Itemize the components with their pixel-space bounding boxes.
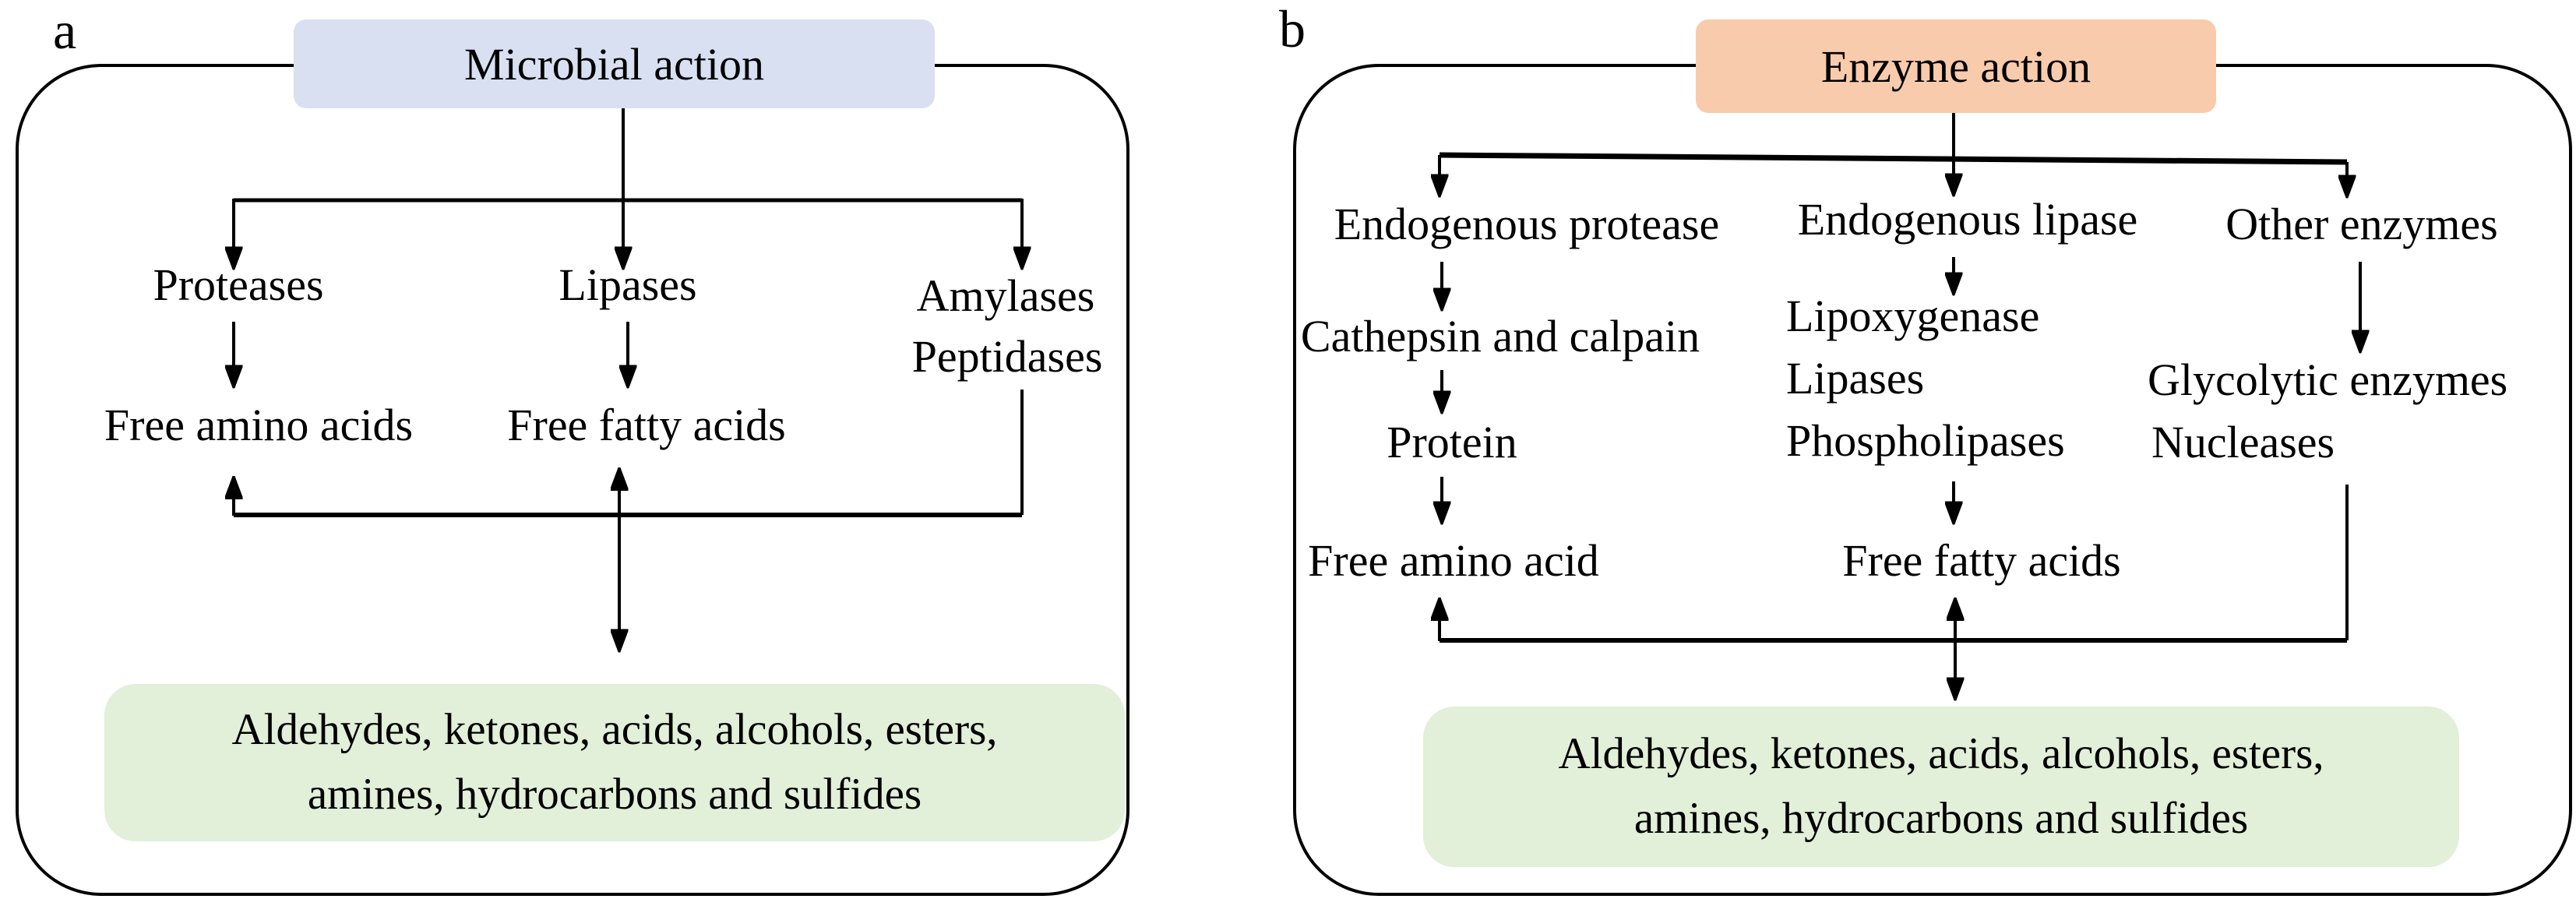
panel-b-result-box: Aldehydes, ketones, acids, alcohols, est… — [1423, 707, 2459, 867]
label-endogenous-lipase: Endogenous lipase — [1797, 194, 2138, 245]
panel-b-result-line1: Aldehydes, ketones, acids, alcohols, est… — [1558, 729, 2324, 779]
panel-b-header-box: Enzyme action — [1696, 19, 2216, 113]
label-lipoxygenase: Lipoxygenase — [1786, 291, 2040, 341]
label-free-fatty-acids-a: Free fatty acids — [507, 400, 786, 450]
label-other-enzymes: Other enzymes — [2225, 199, 2498, 249]
panel-a-result-line1: Aldehydes, ketones, acids, alcohols, est… — [231, 705, 998, 755]
panel-b-header-label: Enzyme action — [1820, 41, 2091, 92]
label-lipases-a: Lipases — [559, 259, 697, 310]
label-cathepsin-and-calpain: Cathepsin and calpain — [1300, 311, 1700, 361]
panel-a-result-box: Aldehydes, ketones, acids, alcohols, est… — [104, 684, 1125, 841]
label-phospholipases: Phospholipases — [1786, 415, 2065, 466]
panel-a-header-box: Microbial action — [294, 19, 935, 108]
label-endogenous-protease: Endogenous protease — [1334, 199, 1720, 249]
label-free-amino-acids-a: Free amino acids — [104, 400, 414, 450]
label-glycolytic-enzymes: Glycolytic enzymes — [2148, 354, 2508, 405]
label-nucleases: Nucleases — [2151, 417, 2335, 467]
panel-a-result-line2: amines, hydrocarbons and sulfides — [307, 770, 922, 819]
label-proteases: Proteases — [153, 259, 324, 310]
label-amylases: Amylases — [916, 270, 1095, 321]
label-free-amino-acid-b: Free amino acid — [1308, 535, 1599, 586]
branch-hline-b — [1439, 152, 2348, 165]
panel-b-result-line2: amines, hydrocarbons and sulfides — [1633, 794, 2249, 843]
label-peptidases: Peptidases — [911, 331, 1103, 382]
panel-a-header-label: Microbial action — [464, 38, 764, 90]
label-lipases-b: Lipases — [1786, 353, 1925, 404]
label-protein: Protein — [1387, 417, 1517, 467]
label-free-fatty-acids-b: Free fatty acids — [1842, 535, 2121, 586]
panel-b-letter: b — [1279, 0, 1306, 58]
panel-a-letter: a — [53, 1, 77, 60]
